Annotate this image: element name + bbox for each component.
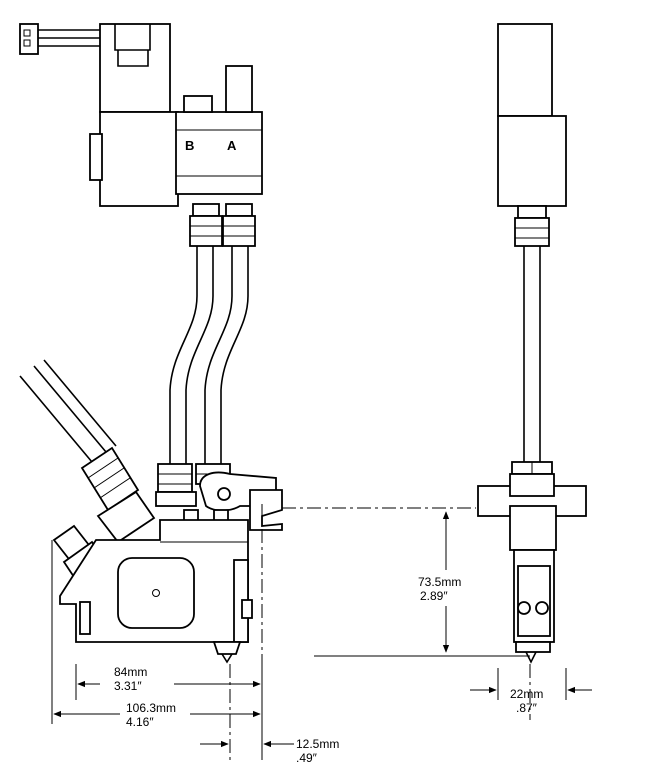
air-hoses xyxy=(169,246,249,464)
gun-body xyxy=(59,519,253,664)
dim-73-mm: 73.5mm xyxy=(418,575,461,589)
solenoid-valve: B A xyxy=(89,23,263,207)
dim-12-in: .49″ xyxy=(296,751,318,765)
electrical-connector xyxy=(19,23,100,55)
port-a-label: A xyxy=(227,138,237,153)
dim-22-in: .87″ xyxy=(516,701,538,715)
dimensions: 84mm 3.31″ 106.3mm 4.16″ 12.5mm .49″ 73.… xyxy=(51,511,592,765)
dim-106-in: 4.16″ xyxy=(126,715,154,729)
dim-22-mm: 22mm xyxy=(510,687,543,701)
dim-73-in: 2.89″ xyxy=(420,589,448,603)
side-view xyxy=(477,23,587,720)
upper-fittings xyxy=(189,203,256,247)
dim-84-in: 3.31″ xyxy=(114,679,142,693)
dim-106-mm: 106.3mm xyxy=(126,701,176,715)
dim-84-mm: 84mm xyxy=(114,665,147,679)
angled-cable xyxy=(19,359,156,544)
port-b-label: B xyxy=(185,138,194,153)
dim-12-mm: 12.5mm xyxy=(296,737,339,751)
front-view: B A xyxy=(19,23,476,760)
